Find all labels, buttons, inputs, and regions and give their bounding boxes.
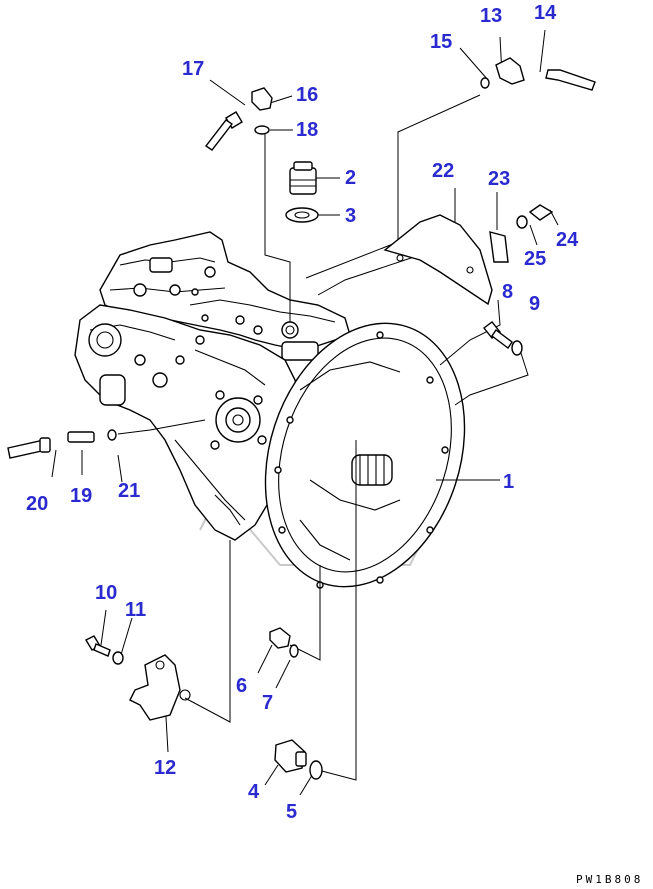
part-14-bolt	[545, 69, 596, 91]
part-7-o-ring	[289, 644, 299, 658]
callout-22: 22	[432, 160, 454, 182]
part-9-washer	[511, 340, 523, 356]
part-11-washer	[112, 651, 124, 665]
part-8-bolt	[483, 321, 513, 350]
part-18-o-ring	[254, 125, 270, 135]
part-20-bolt	[7, 437, 51, 459]
callout-18: 18	[296, 119, 318, 141]
callout-15: 15	[430, 31, 452, 53]
part-13-elbow	[495, 57, 525, 85]
part-15-o-ring	[480, 77, 490, 89]
callout-23: 23	[488, 168, 510, 190]
callout-6: 6	[236, 675, 247, 697]
part-6-plug	[269, 627, 291, 649]
part-24-bolt	[528, 204, 554, 221]
part-19-connector	[67, 431, 95, 443]
callout-9: 9	[529, 293, 540, 315]
callout-1: 1	[503, 471, 514, 493]
callout-24: 24	[556, 229, 579, 251]
part-16-elbow	[251, 87, 273, 111]
callout-2: 2	[345, 167, 356, 189]
callout-16: 16	[296, 84, 318, 106]
callout-7: 7	[262, 692, 273, 714]
callout-5: 5	[286, 801, 297, 823]
callout-10: 10	[95, 582, 117, 604]
callout-17: 17	[182, 58, 204, 80]
callout-11: 11	[125, 599, 146, 621]
callout-12: 12	[154, 757, 176, 779]
part-21-o-ring	[107, 429, 117, 441]
callout-8: 8	[502, 281, 513, 303]
part-2-plug	[289, 161, 317, 195]
callout-labels: 1 2 3 4 5 6 7 8 9 10 11 12 13 14 15 16 1…	[26, 2, 579, 823]
part-12-bracket	[129, 654, 191, 721]
callout-13: 13	[480, 5, 502, 27]
part-5-o-ring	[309, 760, 323, 780]
callout-19: 19	[70, 485, 92, 507]
part-23-bracket	[489, 231, 509, 263]
part-4-plug	[274, 739, 307, 773]
part-25-washer	[516, 215, 528, 229]
part-17-bolt	[204, 111, 243, 151]
leader-lines	[51, 29, 559, 796]
part-22-cover-plate	[383, 214, 493, 306]
callout-20: 20	[26, 493, 48, 515]
part-10-bolt	[85, 635, 111, 657]
callout-4: 4	[248, 781, 260, 803]
callout-21: 21	[118, 480, 140, 502]
callout-3: 3	[345, 205, 356, 227]
callout-14: 14	[534, 2, 557, 24]
hydraulic-pump-assembly	[74, 231, 466, 589]
callout-25: 25	[524, 248, 546, 270]
part-3-gasket	[285, 207, 319, 223]
drawing-code: PW1B808	[576, 873, 643, 886]
